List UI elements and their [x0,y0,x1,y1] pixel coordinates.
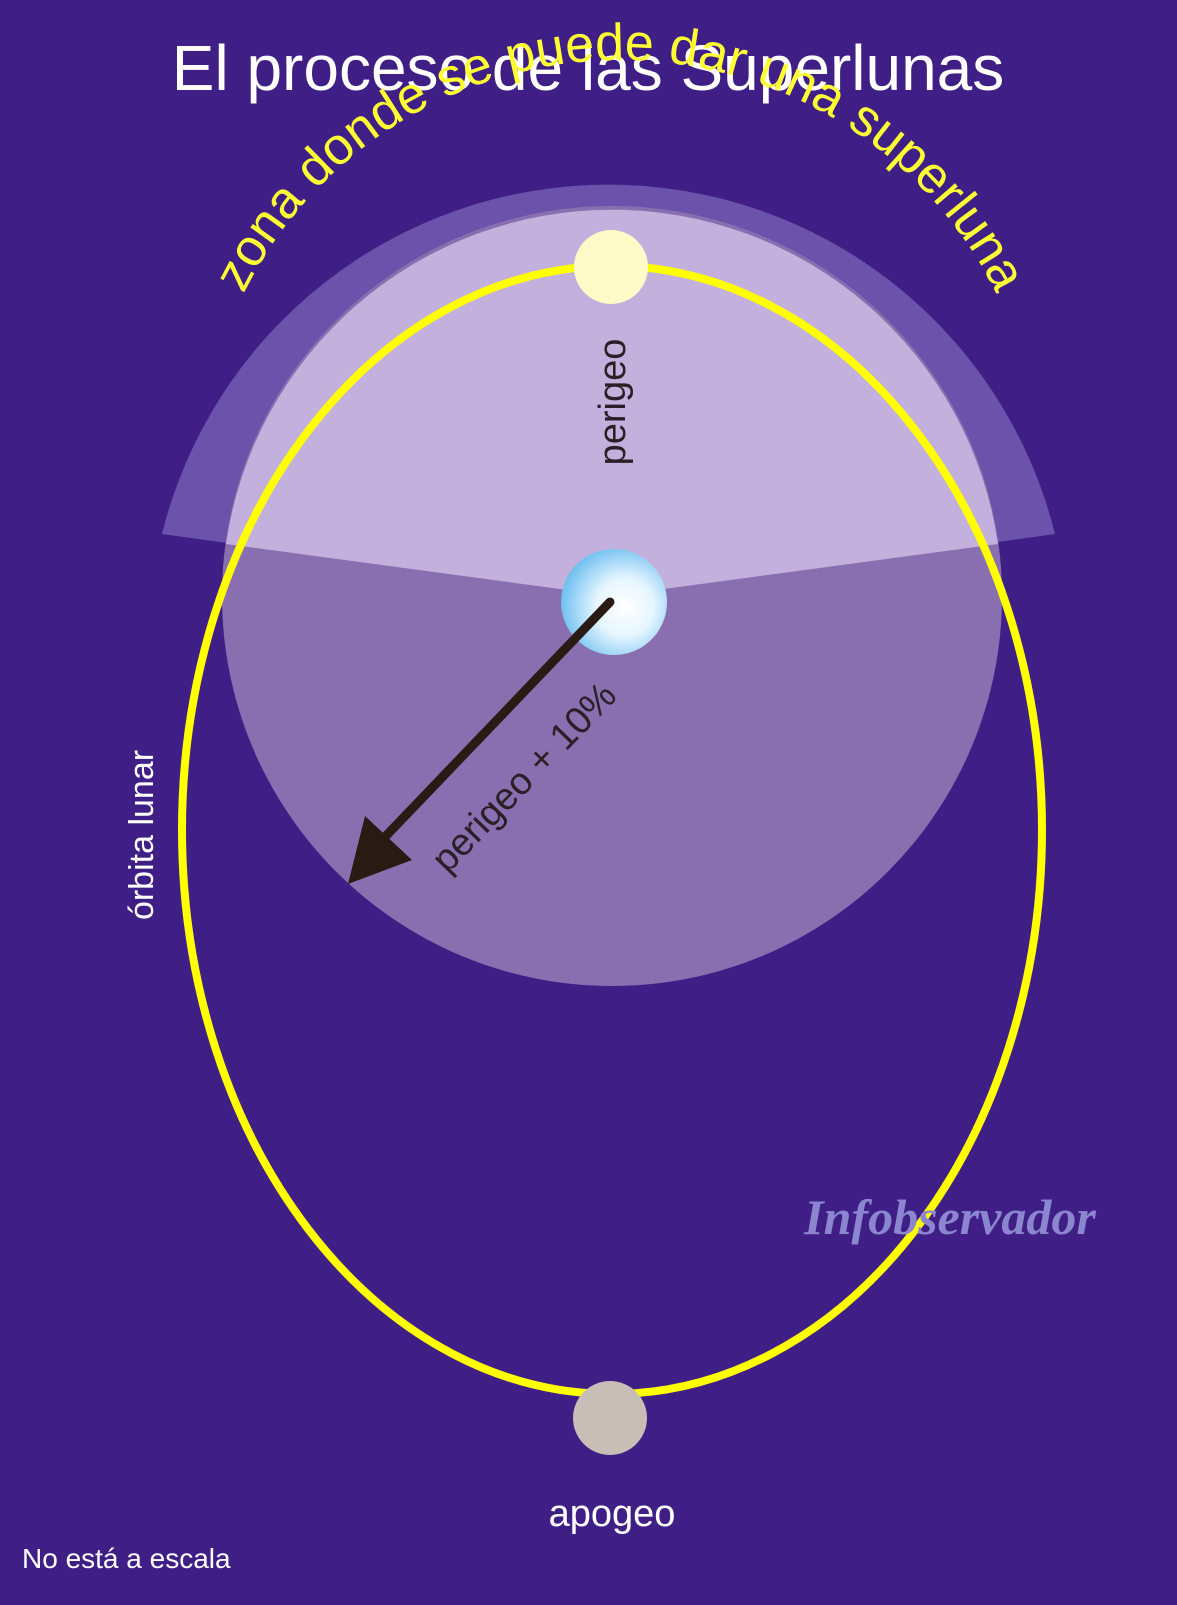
scale-note: No está a escala [22,1543,231,1574]
apogee-label: apogeo [549,1493,676,1535]
apogee-moon [573,1381,647,1455]
perigee-label: perigeo [592,339,634,466]
orbit-label: órbita lunar [123,750,161,920]
watermark: Infobservador [803,1189,1096,1245]
perigee-moon [574,230,648,304]
